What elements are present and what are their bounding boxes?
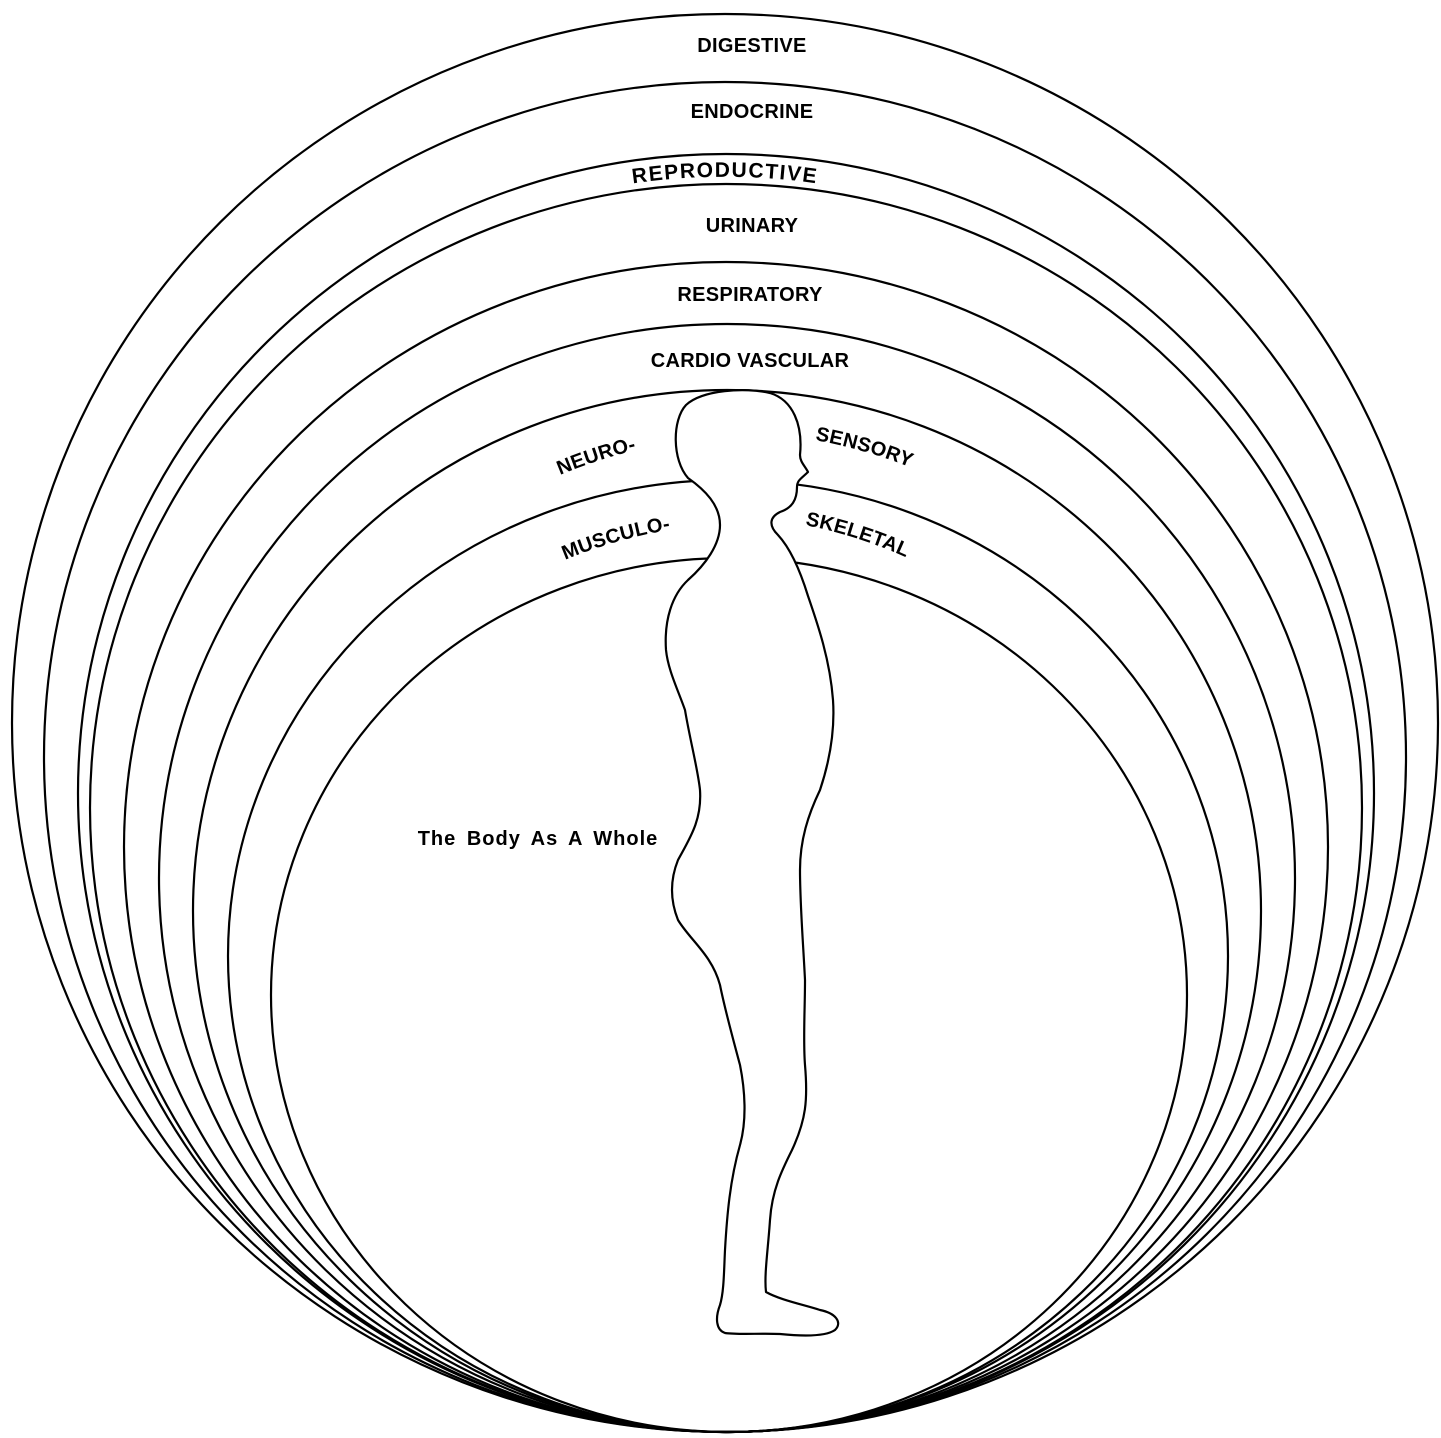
label-digestive: DIGESTIVE — [697, 35, 806, 57]
label-respiratory: RESPIRATORY — [677, 284, 823, 306]
label-cardio-vascular: CARDIO VASCULAR — [651, 350, 850, 372]
label-body-as-a-whole: The Body As A Whole — [418, 828, 659, 850]
label-skeletal: SKELETAL — [804, 508, 913, 562]
label-musculo: MUSCULO- — [559, 513, 672, 565]
svg-text:NEURO-: NEURO- — [554, 433, 638, 479]
label-neuro: NEURO- — [554, 433, 638, 479]
human-silhouette — [666, 390, 838, 1335]
label-urinary: URINARY — [706, 215, 799, 237]
label-endocrine: ENDOCRINE — [691, 101, 814, 123]
svg-text:SKELETAL: SKELETAL — [804, 508, 913, 562]
svg-text:SENSORY: SENSORY — [814, 423, 917, 472]
svg-text:MUSCULO-: MUSCULO- — [559, 513, 672, 565]
label-sensory: SENSORY — [814, 423, 917, 472]
